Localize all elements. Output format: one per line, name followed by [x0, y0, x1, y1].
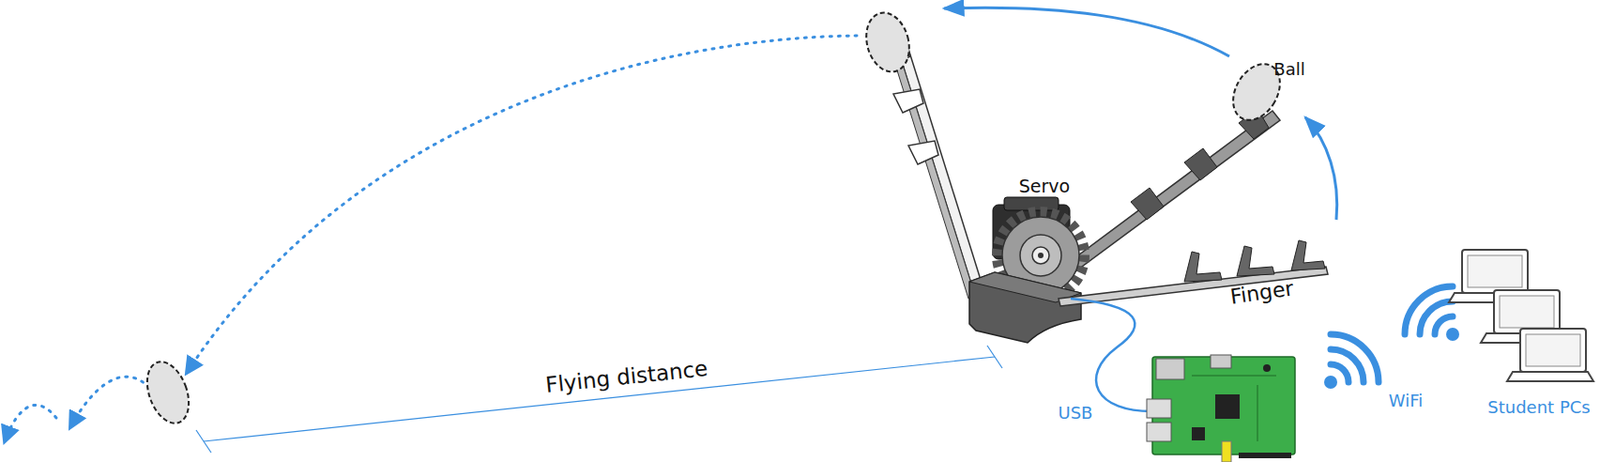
device-label: Student PCs — [1487, 397, 1590, 417]
dimension-label: Flying distance — [544, 356, 709, 397]
rotation-arrow — [944, 7, 1230, 57]
base — [969, 272, 1082, 343]
connection-label: WiFi — [1388, 391, 1423, 411]
bounce-path — [4, 404, 57, 442]
wifi-icon — [1324, 334, 1379, 389]
dimension-tick — [196, 429, 212, 453]
wifi-icon — [1404, 286, 1460, 341]
finger-arm-raised — [880, 33, 986, 299]
laptop-icon — [1507, 328, 1594, 381]
bounce-path — [70, 376, 155, 427]
flight-path — [186, 35, 857, 373]
usb-cable — [1070, 298, 1157, 412]
dimension-line — [203, 356, 995, 442]
ball — [859, 7, 915, 77]
connection-label: USB — [1058, 403, 1094, 423]
part-label: Servo — [1019, 176, 1070, 197]
dimension-tick — [987, 345, 1003, 368]
raspberry-pi — [1146, 354, 1296, 462]
rotation-arrow — [1305, 117, 1338, 220]
part-label: Ball — [1273, 60, 1305, 79]
ball — [139, 355, 198, 429]
